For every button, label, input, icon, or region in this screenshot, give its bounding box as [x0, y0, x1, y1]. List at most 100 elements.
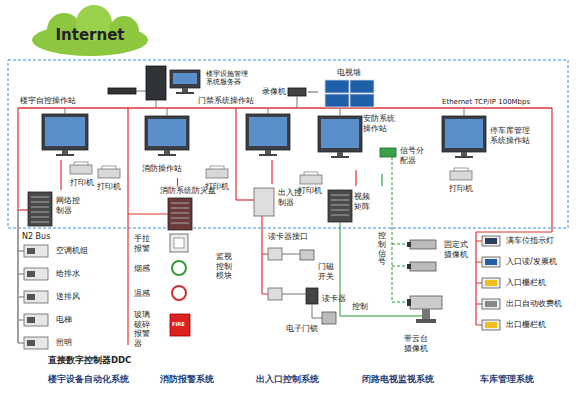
cabinet-slot — [171, 223, 189, 224]
parking-device-face — [485, 322, 497, 328]
cabinet-slot — [171, 208, 189, 209]
parking-device-face — [485, 238, 497, 244]
monitor-icon — [42, 114, 88, 150]
node-label: 停车库管理系统操作站 — [490, 126, 532, 145]
monitor-screen — [445, 119, 483, 148]
part-label: Ethernet TCP/IP 100Mbps — [442, 98, 530, 106]
monitor-base — [455, 156, 473, 158]
connector — [381, 174, 382, 186]
monitor-screen — [249, 117, 287, 146]
video-line — [392, 157, 393, 302]
wire — [282, 294, 306, 295]
monitor-stand — [62, 150, 68, 154]
printer-icon — [206, 169, 228, 178]
switch-icon — [108, 88, 136, 94]
control-line — [340, 316, 422, 317]
monitor-stand — [461, 152, 467, 156]
monitor-stand — [164, 150, 170, 154]
server-tower — [146, 66, 166, 100]
cabinet-icon — [168, 198, 192, 230]
printer-icon — [98, 169, 120, 178]
part-label: 打印机 — [205, 182, 229, 192]
part-label: 监视控制模块 — [216, 252, 234, 281]
system-caption: 闭路电视监视系统 — [362, 374, 434, 384]
monitor-base — [331, 156, 349, 158]
cloud-label: Internet — [55, 26, 124, 44]
wire — [261, 216, 262, 294]
system-caption: 消防报警系统 — [160, 374, 214, 384]
heat-detector-icon — [172, 286, 186, 300]
wire — [18, 209, 28, 210]
wire — [312, 304, 313, 318]
ddc-display — [27, 317, 35, 323]
part-label: 电梯 — [56, 315, 72, 325]
system-caption: 楼宇设备自动化系统 — [48, 374, 129, 384]
node-label: 安防系统操作站 — [363, 114, 397, 133]
wire — [476, 262, 482, 263]
connector — [60, 160, 61, 190]
cabinet-slot — [31, 207, 49, 208]
ptz-camera-icon — [410, 296, 442, 309]
part-label: 出口栅栏机 — [506, 320, 546, 330]
controller-node: 网络控制器 — [26, 190, 96, 228]
part-label: 入口读/发票机 — [506, 257, 557, 267]
parking-device-face — [485, 280, 497, 286]
part-label: 带云台摄像机 — [404, 334, 430, 353]
camera-icon — [410, 240, 436, 249]
recorder-node: 录像机 — [262, 83, 308, 101]
ddc-display — [27, 271, 35, 277]
part-label: 固定式摄像机 — [444, 240, 470, 259]
cabinet-slot — [31, 212, 49, 213]
printer-icon — [70, 165, 92, 174]
camera-lens — [407, 242, 411, 247]
part-label: 玻璃破碎报警器 — [134, 310, 152, 348]
cabinet-slot — [171, 218, 189, 219]
panel-node: 消防系统防灾盘 — [160, 186, 232, 232]
cabinet-slot — [171, 213, 189, 214]
wire — [65, 108, 66, 114]
monitor-screen — [45, 117, 85, 146]
camera-lens — [407, 299, 411, 306]
part-label: 控制 — [352, 302, 368, 312]
matrix-node: 视频矩阵 — [326, 186, 386, 224]
parking-device-face — [485, 301, 497, 307]
wire — [282, 254, 300, 255]
wire — [18, 319, 24, 320]
system-caption: 出入口控制系统 — [256, 374, 319, 384]
system-caption: 车库管理系统 — [480, 374, 534, 384]
controller-icon — [254, 188, 274, 216]
wire — [18, 296, 24, 297]
cabinet-slot — [331, 215, 349, 216]
monitor-stand — [337, 152, 343, 156]
monitor-icon — [145, 116, 189, 150]
ddc-display — [27, 340, 35, 346]
wire — [167, 108, 168, 116]
card-reader-icon — [306, 288, 318, 304]
glass-break-icon — [170, 314, 190, 336]
monitor-screen — [321, 119, 359, 148]
monitor-icon — [170, 70, 200, 88]
monitor-stand — [265, 150, 271, 154]
ddc-icon — [24, 291, 48, 303]
part-label: 给排水 — [56, 269, 80, 279]
node-label: 门禁系统操作站 — [198, 96, 254, 106]
part-label: 读卡器 — [322, 294, 346, 304]
wire — [128, 213, 168, 214]
ddc-icon — [24, 337, 48, 349]
parking-device-icon — [482, 299, 500, 309]
tv-wall-node: 电视墙 — [318, 68, 380, 110]
wire — [476, 241, 482, 242]
cabinet-slot — [331, 195, 349, 196]
monitor-base — [158, 154, 176, 156]
cloud-node: Internet — [26, 4, 154, 58]
part-label: 温感 — [134, 289, 150, 299]
tv-screen — [325, 80, 349, 93]
cabinet-slot — [171, 203, 189, 204]
system-line — [17, 108, 18, 210]
monitor-stand — [182, 88, 188, 92]
parking-device-face — [485, 259, 497, 265]
part-label: 入口栅栏机 — [506, 278, 546, 288]
system-line — [127, 108, 128, 345]
splitter-node: 信号分配器 — [378, 144, 436, 174]
printer-icon — [450, 171, 472, 180]
